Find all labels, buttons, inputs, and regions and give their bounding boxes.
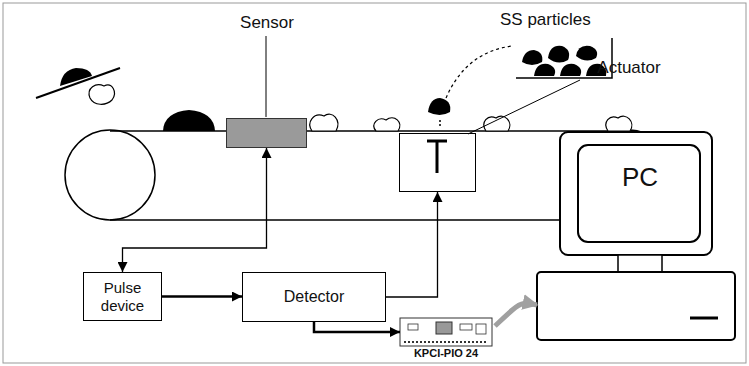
process-box: Pulse device — [83, 272, 162, 321]
leader-line — [468, 80, 580, 134]
chip — [436, 322, 452, 334]
particle — [606, 116, 632, 131]
io-board — [400, 318, 492, 346]
node-label: KPCI-PIO 24 — [376, 347, 516, 360]
connector-arrow — [495, 303, 537, 326]
chip — [460, 324, 472, 330]
node-label: Pulse device — [84, 276, 161, 317]
belt — [110, 219, 628, 221]
drive-slot — [690, 317, 718, 320]
process-box: Detector — [242, 272, 386, 322]
roller — [65, 130, 155, 220]
particle — [60, 68, 92, 86]
screen — [578, 145, 700, 242]
particle — [534, 64, 555, 76]
computer-case — [537, 272, 735, 340]
piston-head — [427, 139, 447, 142]
particle — [548, 46, 569, 63]
connector-arrow — [162, 295, 242, 298]
computer: PC — [537, 132, 735, 340]
trajectory — [439, 120, 441, 128]
connector-arrow — [386, 192, 438, 297]
particle — [89, 85, 114, 105]
trajectory — [446, 46, 512, 98]
node-label: PC — [600, 163, 680, 193]
particle — [522, 50, 542, 65]
particle — [428, 98, 450, 115]
leader-line — [266, 36, 267, 117]
chip — [408, 324, 418, 330]
actuator-box: Actuator — [399, 133, 476, 192]
particle — [560, 64, 581, 76]
connector-arrow — [314, 322, 400, 332]
connector-pins — [404, 341, 488, 343]
node-label: Sensor — [217, 13, 317, 33]
frame — [3, 3, 746, 363]
monitor-stand — [618, 255, 662, 272]
particle — [310, 114, 338, 131]
chip — [476, 324, 486, 334]
piston-rod — [435, 141, 438, 173]
particle — [163, 110, 215, 131]
particle — [576, 46, 597, 61]
particle — [484, 116, 510, 131]
sensor-block: Sensor — [226, 118, 307, 148]
connector-arrow — [123, 148, 267, 272]
actuator-piston — [399, 133, 476, 192]
monitor — [560, 132, 712, 255]
node-label: Actuator — [584, 58, 674, 78]
particle — [374, 118, 400, 131]
node-label: Detector — [279, 285, 349, 309]
io-board: KPCI-PIO 24 — [400, 318, 492, 346]
part-label: SS particles — [500, 10, 591, 30]
